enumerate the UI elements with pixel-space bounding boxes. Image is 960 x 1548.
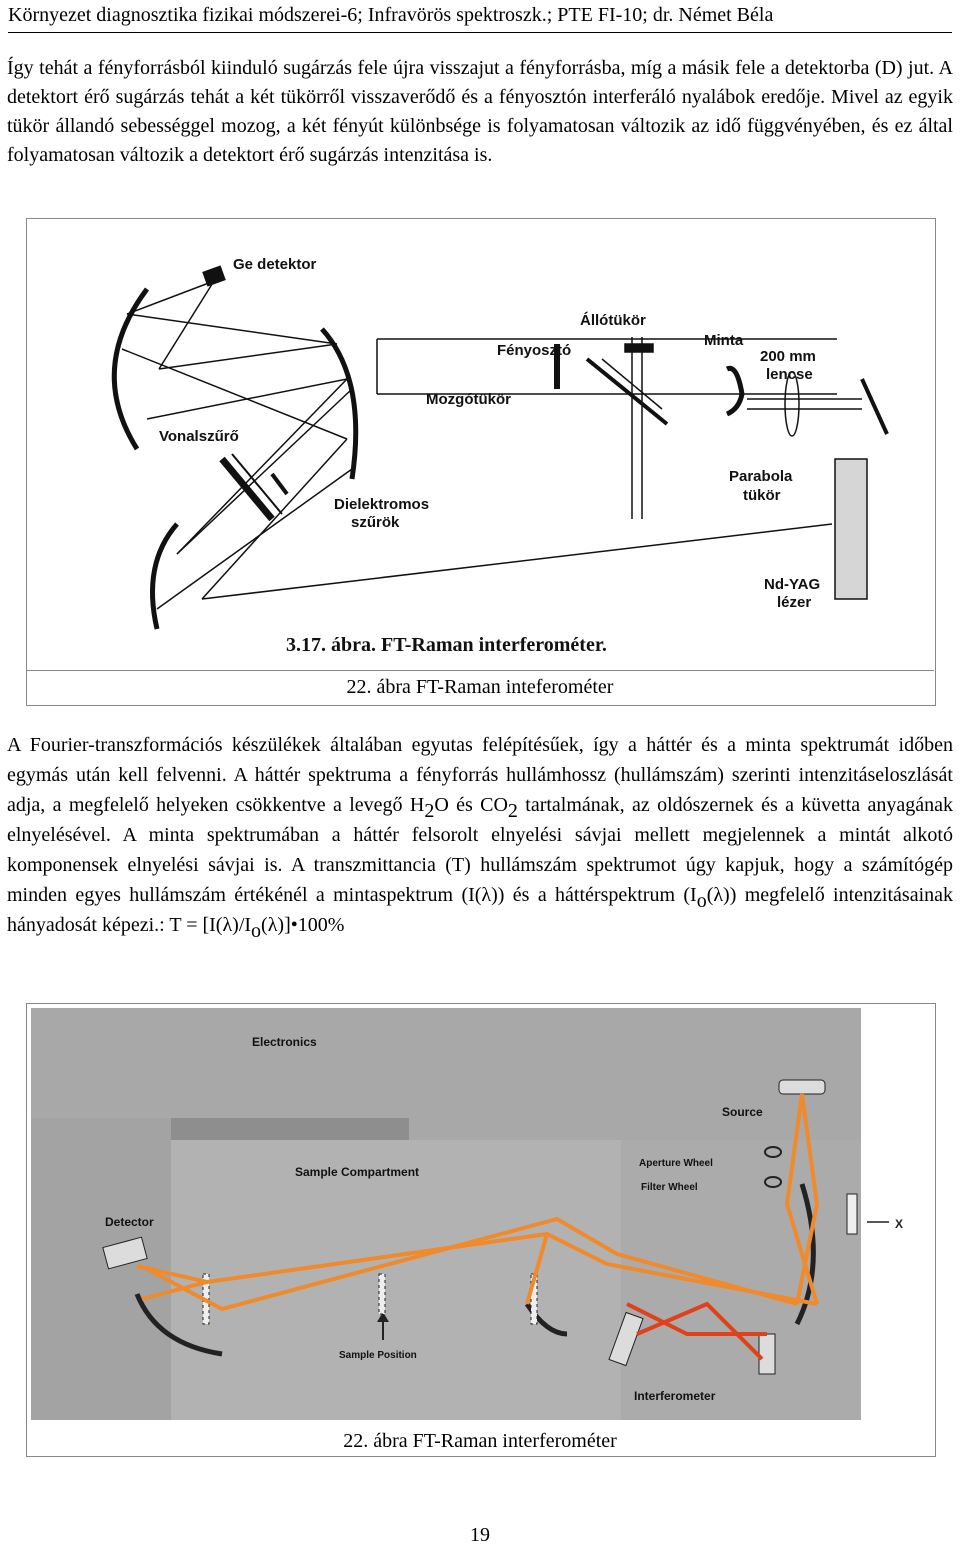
- upper-curved-mirror: [111, 287, 150, 451]
- laser-icon: [834, 458, 868, 600]
- parabolic-mirror-icon: [725, 365, 745, 417]
- label-minta: Minta: [704, 332, 744, 349]
- figure-2: Electronics Source Sample Compartment Ap…: [26, 1003, 936, 1457]
- sample-position-arrow: [377, 1312, 389, 1322]
- page-header: Környezet diagnosztika fizikai módszerei…: [8, 2, 952, 33]
- paragraph-2-text-5: (λ)]•100%: [261, 914, 345, 936]
- figure-2-caption: 22. ábra FT-Raman interferométer: [343, 1430, 617, 1452]
- label-interferometer: Interferometer: [634, 1389, 716, 1403]
- figure-1-caption: 22. ábra FT-Raman inteferométer: [346, 676, 614, 698]
- ge-detector-icon: [202, 265, 226, 287]
- page-number: 19: [470, 1524, 490, 1546]
- label-sample-compartment: Sample Compartment: [295, 1165, 419, 1179]
- figure-2-diagram: Electronics Source Sample Compartment Ap…: [27, 1004, 935, 1424]
- label-lencse-1: 200 mm: [760, 348, 816, 365]
- label-detector: Detector: [105, 1215, 154, 1229]
- label-ge-detektor: Ge detektor: [233, 256, 317, 273]
- collimator-mirror: [794, 1183, 816, 1326]
- label-mozgotukor: Mozgótükör: [426, 391, 511, 408]
- beam-red: [626, 1301, 767, 1361]
- lower-curved-mirror: [150, 522, 179, 630]
- label-source: Source: [722, 1105, 763, 1119]
- window-x: [846, 1193, 858, 1235]
- label-ndyag-2: lézer: [777, 594, 811, 611]
- paragraph-2: A Fourier-transzformációs készülékek ált…: [7, 730, 954, 942]
- label-dielektromos-2: szűrök: [351, 514, 400, 531]
- paragraph-2-text-2: O és CO: [434, 794, 508, 816]
- filter-wheel-icon: [764, 1176, 782, 1188]
- source-icon: [778, 1079, 826, 1095]
- fixed-mirror-icon: [624, 343, 654, 353]
- right-curved-mirror: [320, 327, 359, 480]
- subscript-io-1: o: [696, 890, 707, 912]
- label-x: X: [895, 1217, 903, 1231]
- figure-1-diagram: Ge detektor Állótükör Fényosztó Minta 20…: [111, 256, 889, 656]
- sample-compartment: [171, 1140, 621, 1420]
- beamsplitter-icon: [585, 357, 669, 426]
- subscript-h2o: 2: [424, 800, 435, 822]
- label-filter-wheel: Filter Wheel: [641, 1182, 698, 1193]
- subscript-co2: 2: [507, 800, 518, 822]
- label-vonalszuro: Vonalszűrő: [159, 428, 239, 445]
- label-allotukor: Állótükör: [580, 312, 646, 329]
- label-electronics: Electronics: [252, 1035, 317, 1049]
- figure-1-inner-caption: 3.17. ábra. FT-Raman interferométer.: [286, 634, 607, 656]
- paragraph-2-text-4: (λ)) megfelelő intenzitásainak hányadosá…: [7, 884, 954, 936]
- subscript-io-2: o: [251, 920, 262, 942]
- figure-1-divider: [26, 670, 934, 671]
- aperture-wheel-icon: [764, 1146, 782, 1158]
- paragraph-1: Így tehát a fényforrásból kiinduló sugár…: [7, 57, 953, 166]
- label-lencse-2: lencse: [766, 366, 813, 383]
- label-ndyag-1: Nd-YAG: [764, 576, 820, 593]
- label-sample-position: Sample Position: [339, 1350, 417, 1361]
- label-parabola-2: tükör: [743, 487, 781, 504]
- beam-orange: [136, 1093, 820, 1312]
- line-filter-icon: [219, 456, 275, 522]
- figure-1: Ge detektor Állótükör Fényosztó Minta 20…: [26, 218, 936, 706]
- paragraph-2-text-3: tartalmának, az oldószernek és a küvetta…: [7, 794, 954, 906]
- label-parabola-1: Parabola: [729, 468, 793, 485]
- detector-icon: [102, 1236, 148, 1270]
- label-dielektromos-1: Dielektromos: [334, 496, 429, 513]
- label-fenyoszto: Fényosztó: [497, 342, 571, 359]
- label-aperture-wheel: Aperture Wheel: [639, 1158, 713, 1169]
- detector-mirror: [134, 1293, 223, 1357]
- lens-icon: [784, 371, 800, 437]
- paragraph-2-text-1: A Fourier-transzformációs készülékek ált…: [7, 734, 953, 816]
